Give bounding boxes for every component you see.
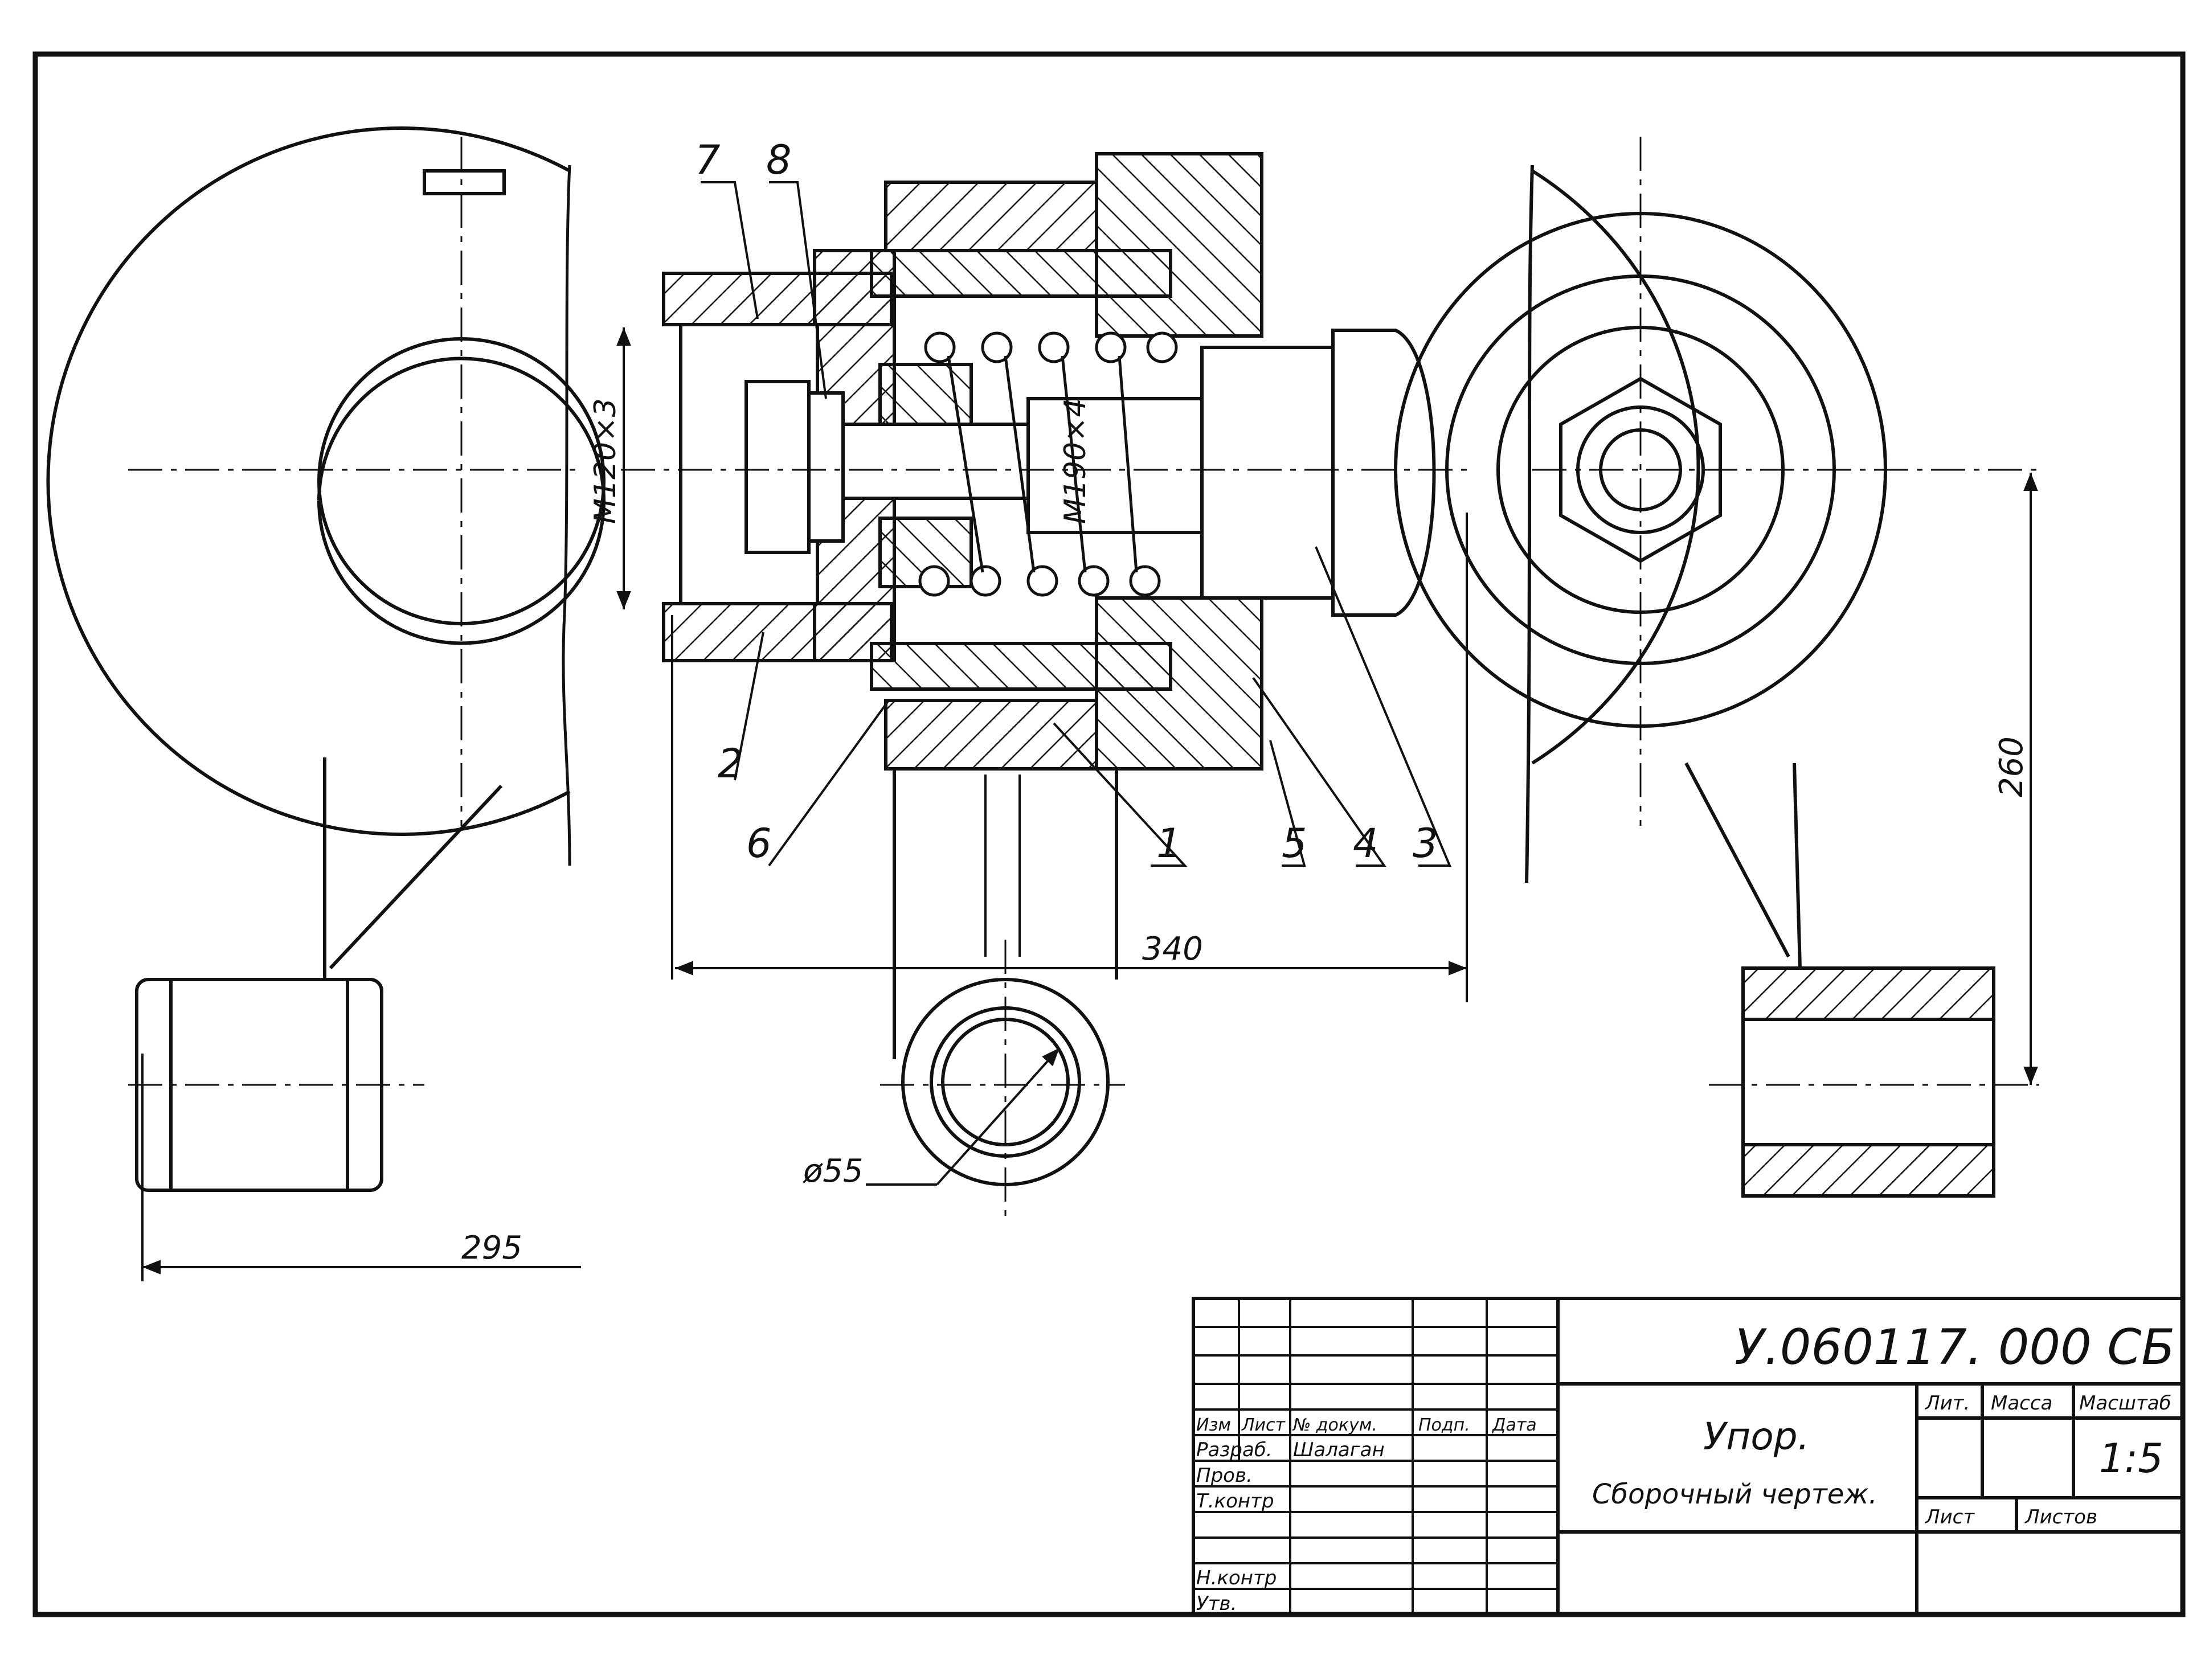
callout-8: 8 xyxy=(766,137,792,183)
dim-295-label: 295 xyxy=(461,1230,522,1267)
dimension-lines xyxy=(141,181,2038,1281)
sheet-label: Лист xyxy=(1924,1506,1975,1529)
callout-7: 7 xyxy=(695,137,721,183)
role-approved: Утв. xyxy=(1196,1592,1237,1615)
header-sign: Подп. xyxy=(1418,1415,1470,1435)
doc-designation: У.060117. 000 СБ xyxy=(1735,1319,2175,1376)
callout-1: 1 xyxy=(1156,820,1182,867)
callout-5: 5 xyxy=(1282,820,1307,867)
center-section-view xyxy=(621,152,1467,1219)
dim-260-label: 260 xyxy=(1993,736,2030,797)
header-date: Дата xyxy=(1491,1415,1537,1435)
role-norm-control: Н.контр xyxy=(1196,1567,1277,1589)
thread-large-label: M190×4 xyxy=(1058,398,1093,524)
header-change: Изм xyxy=(1196,1415,1231,1435)
role-tech-control: Т.контр xyxy=(1196,1490,1274,1513)
title-block xyxy=(1192,1297,2185,1616)
sheet-frame xyxy=(32,51,2186,1617)
letter-label: Лит. xyxy=(1924,1392,1970,1415)
callout-6: 6 xyxy=(746,820,772,867)
doc-name: Упор. xyxy=(1703,1415,1810,1458)
thread-small-label: M120×3 xyxy=(588,398,623,524)
callout-3: 3 xyxy=(1413,820,1438,867)
right-view xyxy=(1394,137,2045,1198)
header-sheet: Лист xyxy=(1241,1415,1286,1435)
callout-4: 4 xyxy=(1353,820,1378,867)
scale-label: Масштаб xyxy=(2079,1392,2171,1415)
role-developer: Разраб. xyxy=(1196,1439,1273,1461)
left-view xyxy=(46,126,606,1192)
dim-340-label: 340 xyxy=(1142,931,1203,968)
dim-d55-label: ø55 xyxy=(803,1153,864,1190)
mass-label: Масса xyxy=(1991,1392,2052,1415)
callout-2: 2 xyxy=(718,740,743,787)
header-doc-number: № докум. xyxy=(1292,1415,1377,1435)
role-checker: Пров. xyxy=(1196,1464,1253,1487)
scale-value: 1:5 xyxy=(2099,1435,2163,1482)
developer-name: Шалаган xyxy=(1293,1439,1385,1461)
doc-type: Сборочный чертеж. xyxy=(1592,1478,1877,1510)
sheets-label: Листов xyxy=(2024,1506,2097,1529)
